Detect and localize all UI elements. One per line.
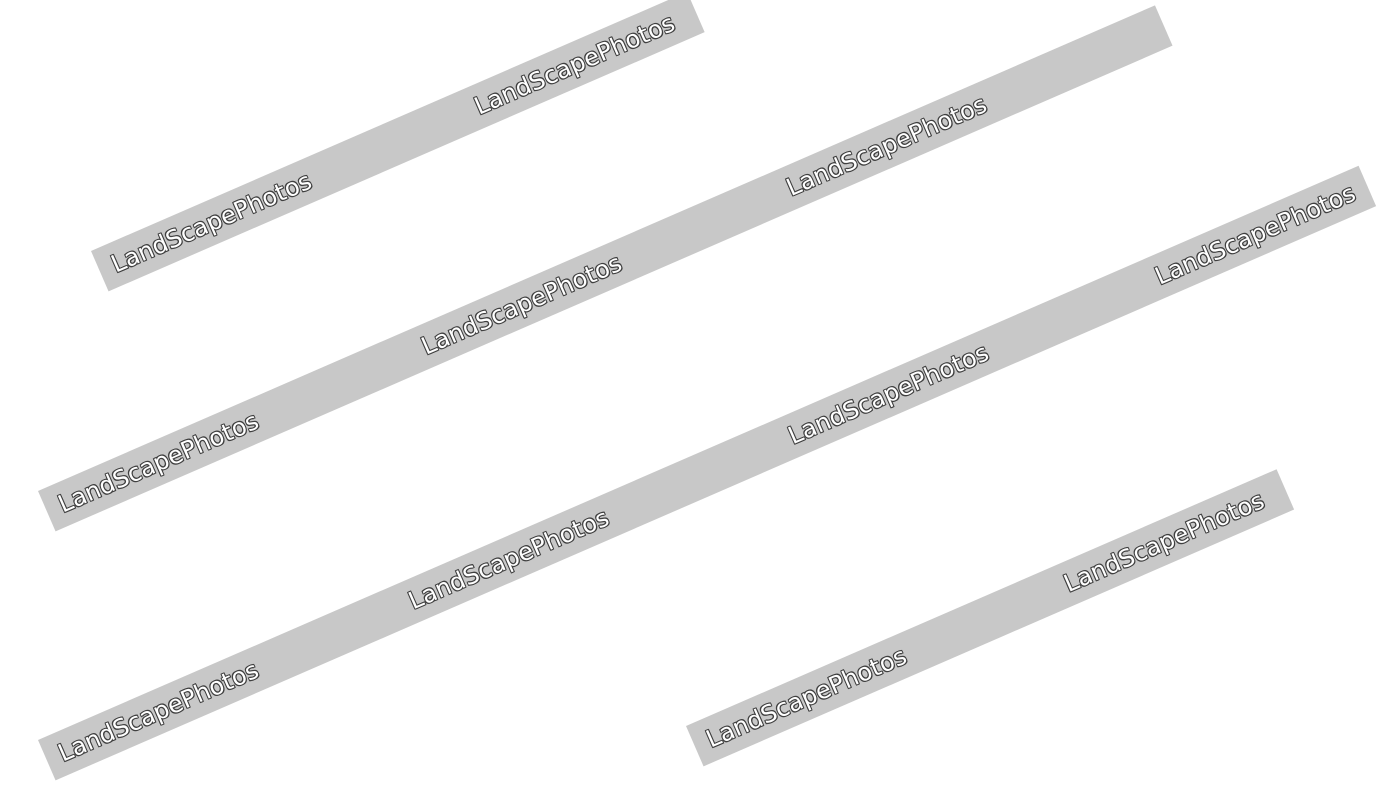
watermark-text: LandScapePhotos	[782, 90, 992, 202]
watermark-text: LandScapePhotos	[404, 503, 614, 616]
watermark-text: LandScapePhotos	[1059, 486, 1269, 598]
watermark-text: LandScapePhotos	[784, 338, 993, 451]
watermark-text: LandScapePhotos	[107, 166, 316, 279]
watermark-band-4: LandScapePhotos LandScapePhotos	[686, 469, 1295, 767]
watermark-text: LandScapePhotos	[702, 641, 911, 754]
watermark-band-2: LandScapePhotos LandScapePhotos LandScap…	[38, 5, 1173, 532]
watermark-band-3: LandScapePhotos LandScapePhotos LandScap…	[38, 165, 1377, 781]
watermark-text: LandScapePhotos	[54, 655, 263, 768]
watermark-text: LandScapePhotos	[54, 406, 263, 519]
watermark-text: LandScapePhotos	[470, 8, 680, 121]
watermark-text: LandScapePhotos	[417, 248, 627, 361]
watermark-text: LandScapePhotos	[1150, 178, 1360, 291]
